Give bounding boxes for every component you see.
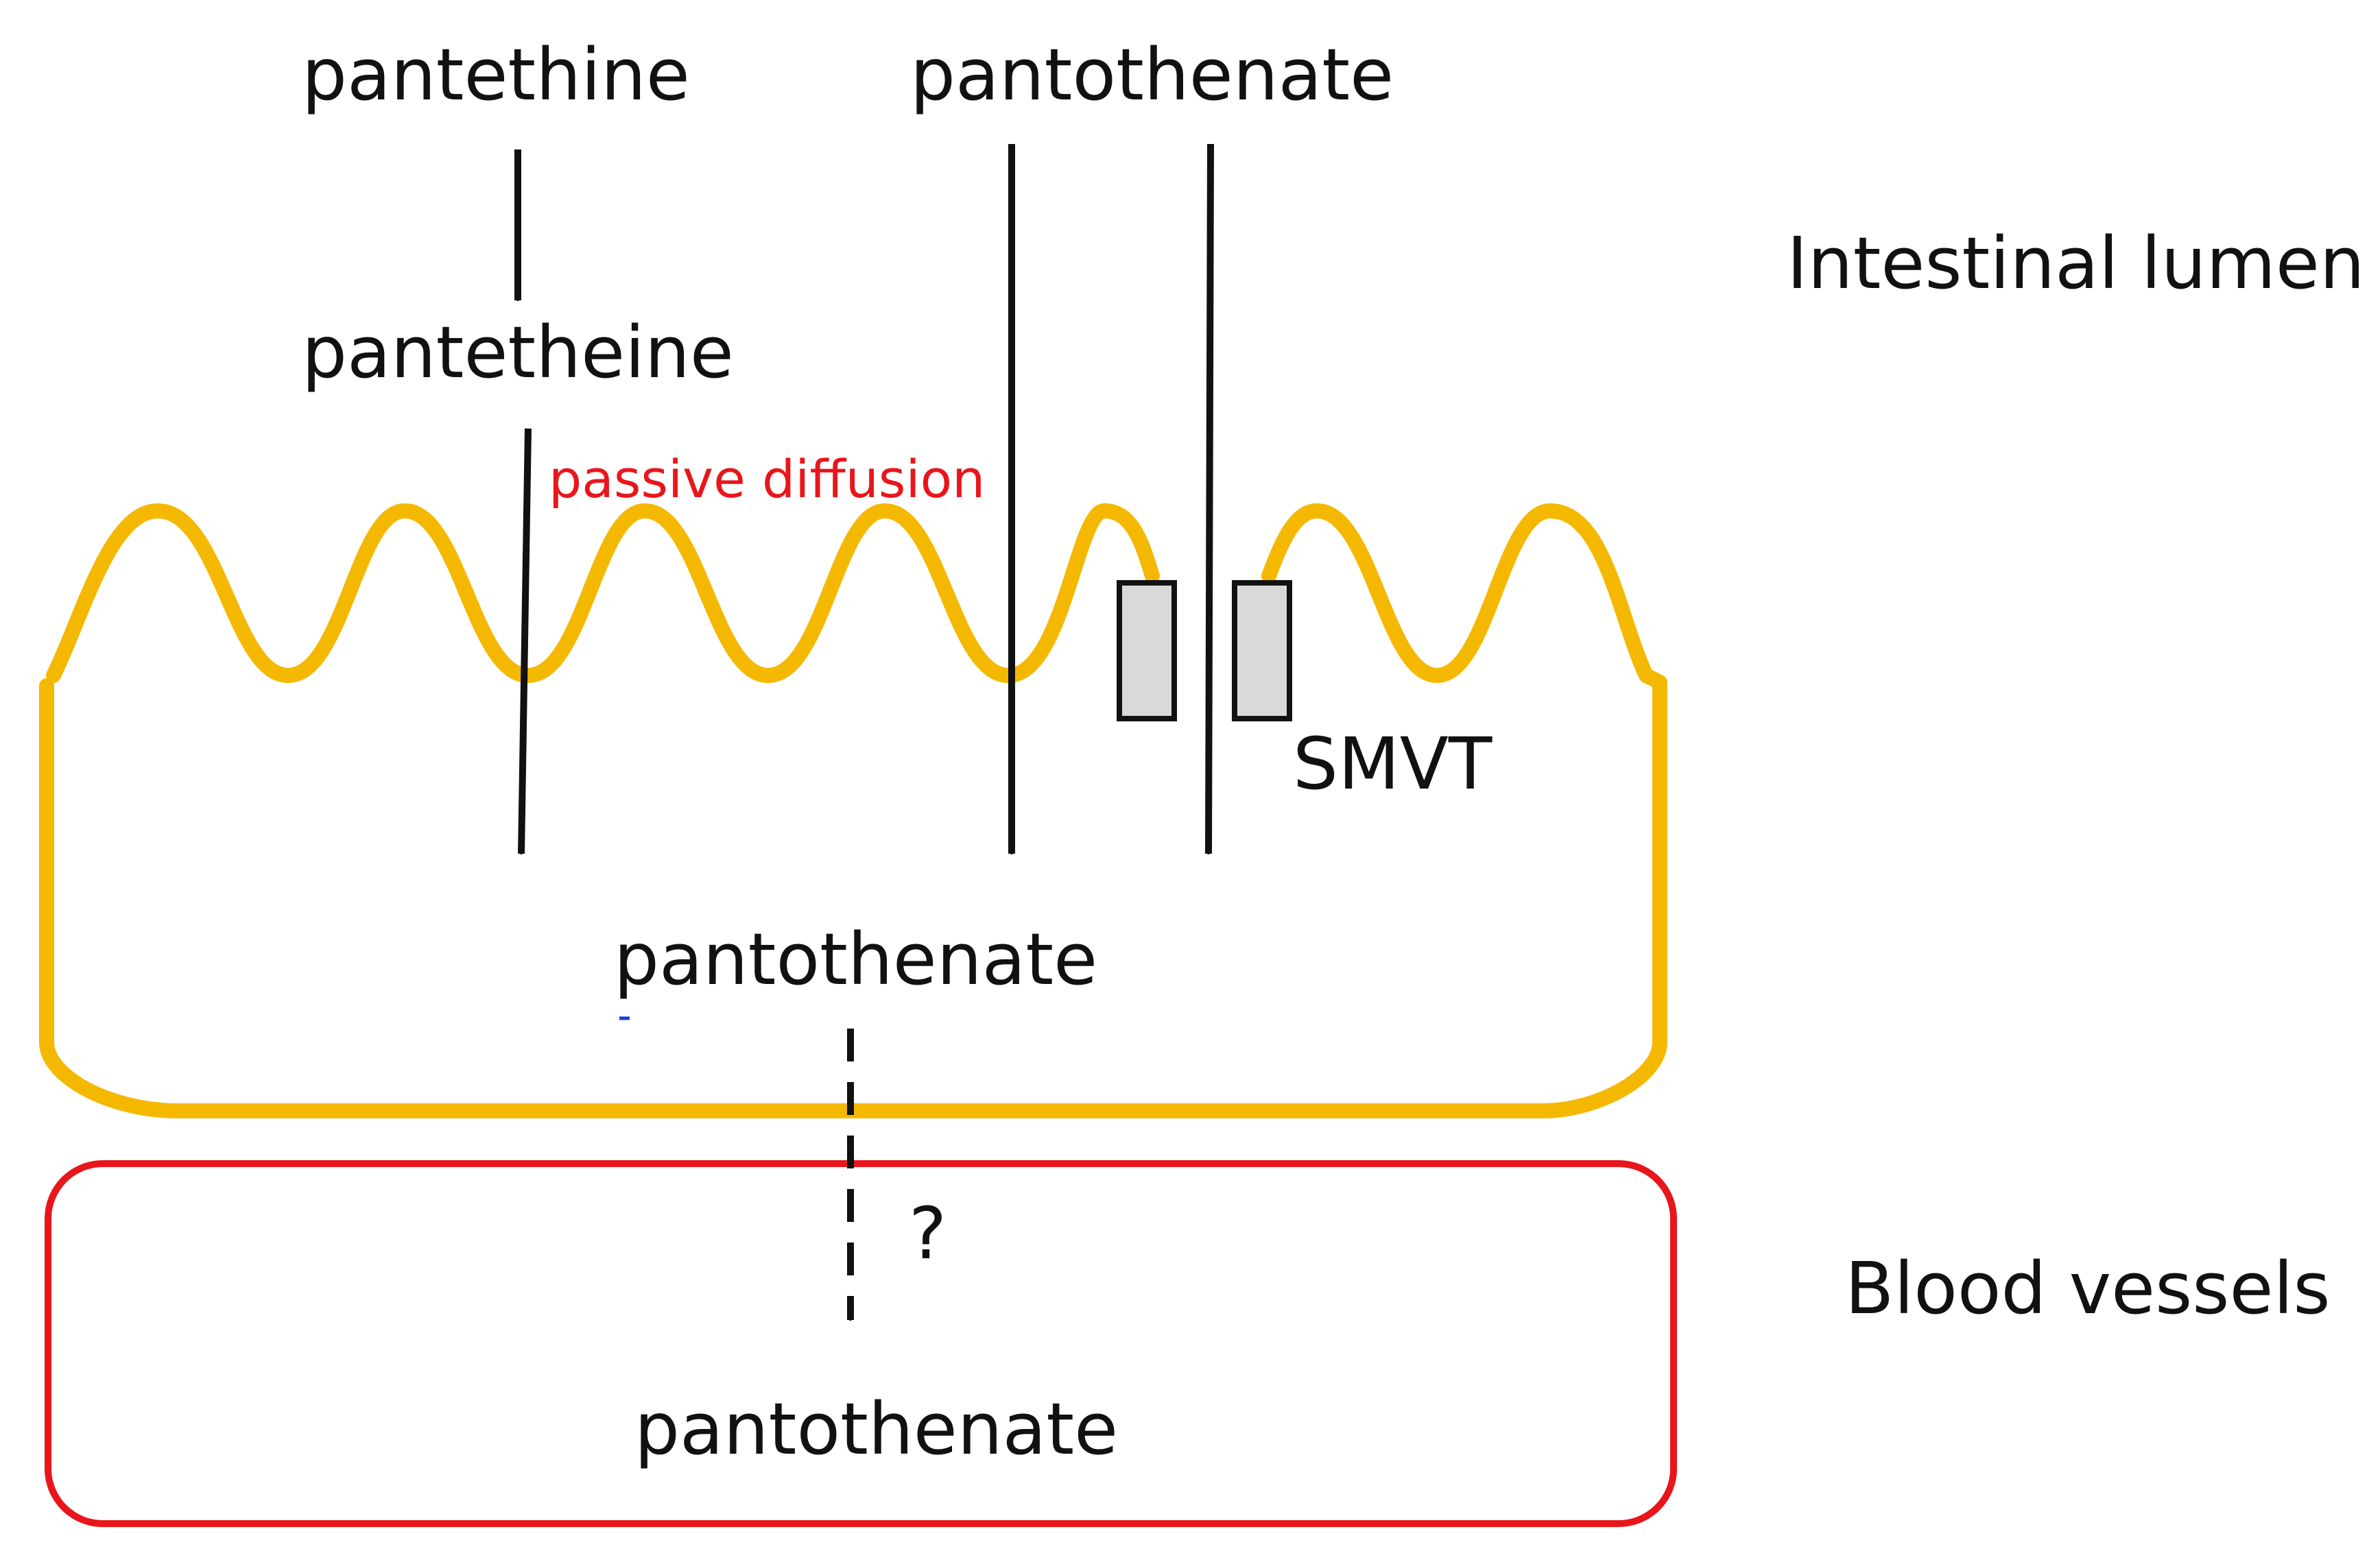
label-pantetheine: pantetheine [302, 311, 734, 394]
label-pantethine: pantethine [302, 33, 690, 117]
enterocyte-membrane [39, 503, 1667, 1118]
label-question: ? [909, 1192, 947, 1275]
arrow-passive-diffusion [521, 428, 532, 854]
arrow-pantothenate-smvt [1209, 143, 1214, 854]
label-passive-diffusion: passive diffusion [549, 448, 985, 509]
label-pantothenate-cell: pantothenate [614, 917, 1097, 1001]
smvt-transporter-right [1232, 580, 1292, 721]
label-smvt: SMVT [1293, 722, 1492, 806]
smvt-transporter-left [1117, 580, 1177, 721]
label-intestinal-lumen: Intestinal lumen [1787, 221, 2365, 305]
blood-vessel-outline [45, 1160, 1677, 1527]
label-pantothenate-lumen: pantothenate [910, 33, 1394, 117]
label-pantothenate-blood: pantothenate [634, 1387, 1118, 1471]
label-blood-vessels: Blood vessels [1845, 1247, 2331, 1330]
